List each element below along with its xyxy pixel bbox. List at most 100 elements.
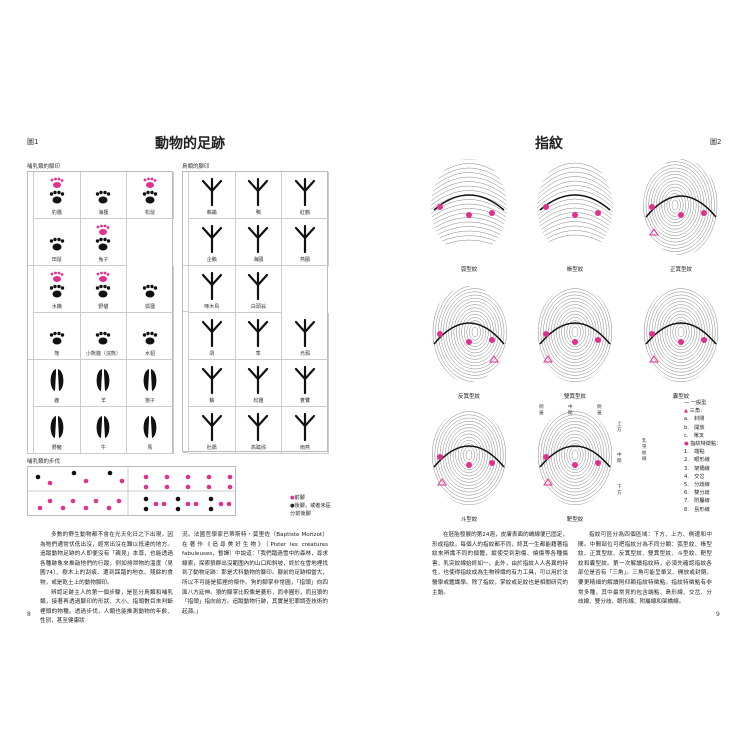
legend-general: 一般型 xyxy=(690,400,707,406)
animal-name: 烏鴉 xyxy=(299,351,310,357)
front-foot-dot xyxy=(206,484,212,490)
legend-item: c. 單叉 xyxy=(684,432,705,439)
minutia-dot xyxy=(543,204,549,210)
animal-name: 馬 xyxy=(147,445,153,451)
front-foot-dot-icon: ● xyxy=(290,495,295,501)
minutia-dot xyxy=(678,212,684,218)
mammal-footprint-grid: 豹貓海狸松鼠田鼠兔子水獺野貓狐狸熊小熊貓（浣熊）水貂鹿羊狍子野豬牛馬 xyxy=(27,171,174,454)
delta-mark xyxy=(649,228,659,236)
zone-side: 側邊 xyxy=(597,405,602,416)
footprint-cell: 隼 xyxy=(235,313,283,360)
minutia-dot xyxy=(543,331,549,337)
minutia-dot xyxy=(489,210,495,216)
footprint-cell: 企鵝 xyxy=(189,219,236,266)
animal-name: 海狸 xyxy=(98,210,109,216)
animal-name: 水獺 xyxy=(51,304,62,310)
animal-name: 隼 xyxy=(255,351,261,357)
hind-foot-dot xyxy=(143,496,149,502)
minutia-dot xyxy=(701,337,707,343)
legend-item: 4. 交岔 xyxy=(684,473,705,480)
front-foot-dot xyxy=(161,501,167,507)
animal-name: 蒼鷺 xyxy=(299,398,310,404)
footprint-cell: 白頭翁 xyxy=(235,266,283,313)
fingerprint-diagram xyxy=(431,159,507,255)
bird-footprint-icon xyxy=(201,271,222,301)
bird-footprint-grid: 鵜鶘鴨紅鶴企鵝海鷗燕鷗啄木鳥白頭翁鴿隼烏鴉鵝松雞蒼鷺杜鵑高蹺鴴雨燕 xyxy=(182,171,329,454)
footprint-cell: 鹿 xyxy=(34,360,81,407)
animal-name: 熊 xyxy=(54,351,60,357)
bird-footprint-icon xyxy=(248,271,269,301)
fingerprint-diagram xyxy=(537,409,613,505)
fingerprint-type-label: 靶型紋 xyxy=(566,517,584,523)
footprint-cell: 紅鶴 xyxy=(282,172,329,219)
minutia-dot xyxy=(572,212,578,218)
minutia-dot xyxy=(595,337,601,343)
minutia-dot xyxy=(572,462,578,468)
bird-footprint-icon xyxy=(248,365,269,395)
front-foot-dot xyxy=(83,505,89,511)
delta-mark xyxy=(543,478,553,486)
front-foot-dot xyxy=(143,474,149,480)
left-body-col1: 多數的野生動物都不會在光天化日之下出現，因為牠們通常伏低出沒，經常出沒在難以抵達… xyxy=(40,531,173,627)
legend-item: 2. 眼形線 xyxy=(684,457,710,464)
legend-minutiae: 指紋特徵點： xyxy=(690,441,722,448)
legend-item: 6. 雙分歧 xyxy=(684,490,710,497)
bird-footprint-icon xyxy=(201,177,222,207)
animal-name: 鴨 xyxy=(255,210,261,216)
left-body-col2: 況。法國哲學家巴蒂斯特・莫里佐（Baptiste Morizot）在著作《追尋美… xyxy=(182,532,328,615)
front-foot-dot xyxy=(119,478,125,484)
front-foot-dot xyxy=(70,498,76,504)
bird-footprint-icon xyxy=(294,412,316,442)
right-body-col2: 指紋可區分為四個區域：下方、上方、側邊和中間。中間部位可把指紋分為不同分類：弧型… xyxy=(578,531,712,608)
delta-mark xyxy=(437,478,447,486)
front-foot-dot xyxy=(60,505,66,511)
fingerprint-diagram xyxy=(537,286,613,382)
line-icon: — xyxy=(684,400,691,406)
bird-footprint-icon xyxy=(201,365,222,395)
paragraph: 在胚胎發展的第24週，皮膚表面的嵴線便已固定，形成指紋。每個人的指紋都不同，終其… xyxy=(432,532,568,596)
bird-footprint-icon xyxy=(201,224,222,254)
animal-name: 雨燕 xyxy=(299,445,310,451)
minutia-dot xyxy=(437,331,443,337)
front-foot-dot xyxy=(93,498,99,504)
gait-diagram xyxy=(27,466,236,516)
front-foot-dot xyxy=(106,505,112,511)
footprint-cell: 鴨 xyxy=(235,172,283,219)
fingerprint-legend: — 一般型 ▲ 三角： a. 封閉 b. 開放 c. 單叉 ● 指紋特徵點： 1… xyxy=(684,399,721,514)
paw-footprint-icon xyxy=(49,271,64,298)
front-foot-dot xyxy=(226,501,232,507)
footprint-cell: 野貓 xyxy=(80,266,128,313)
front-foot-dot xyxy=(185,474,191,480)
hind-foot-dot xyxy=(71,470,77,476)
zone-middle: 中間 xyxy=(568,405,573,416)
fingerprint-diagram xyxy=(643,159,719,255)
animal-name: 海鷗 xyxy=(253,257,264,263)
minutia-dot xyxy=(701,210,707,216)
legend-item: 1. 端點 xyxy=(684,449,705,456)
minutia-dot xyxy=(543,454,549,460)
minutia-dot-icon: ● xyxy=(684,441,691,448)
hind-foot-dot xyxy=(175,506,181,512)
paragraph: 多數的野生動物都不會在光天化日之下出現，因為牠們通常伏低出沒，經常出沒在難以抵達… xyxy=(40,532,173,586)
fingerprint-type-label: 反箕型紋 xyxy=(457,394,480,400)
footprint-cell: 水貂 xyxy=(127,313,174,360)
front-foot-dot xyxy=(164,484,170,490)
bird-footprint-icon xyxy=(248,224,269,254)
bird-footprint-icon xyxy=(294,318,316,348)
paw-footprint-icon xyxy=(142,331,158,345)
footprint-cell: 馬 xyxy=(127,407,174,454)
bird-footprint-icon xyxy=(248,412,269,442)
footprint-cell: 啄木鳥 xyxy=(189,266,236,313)
delta-icon: ▲ xyxy=(684,408,690,415)
footprint-cell: 烏鴉 xyxy=(282,313,329,360)
group-label-band xyxy=(28,360,34,454)
animal-name: 牛 xyxy=(100,445,106,451)
group-label-band xyxy=(183,266,189,312)
animal-name: 狐狸 xyxy=(144,304,155,310)
animal-name: 松雞 xyxy=(253,398,264,404)
zone-middle: 中間 xyxy=(617,453,622,464)
bird-footprint-icon xyxy=(201,318,222,348)
minutia-dot xyxy=(595,460,601,466)
front-foot-dot xyxy=(206,474,212,480)
animal-name: 小熊貓（浣熊） xyxy=(85,351,121,357)
